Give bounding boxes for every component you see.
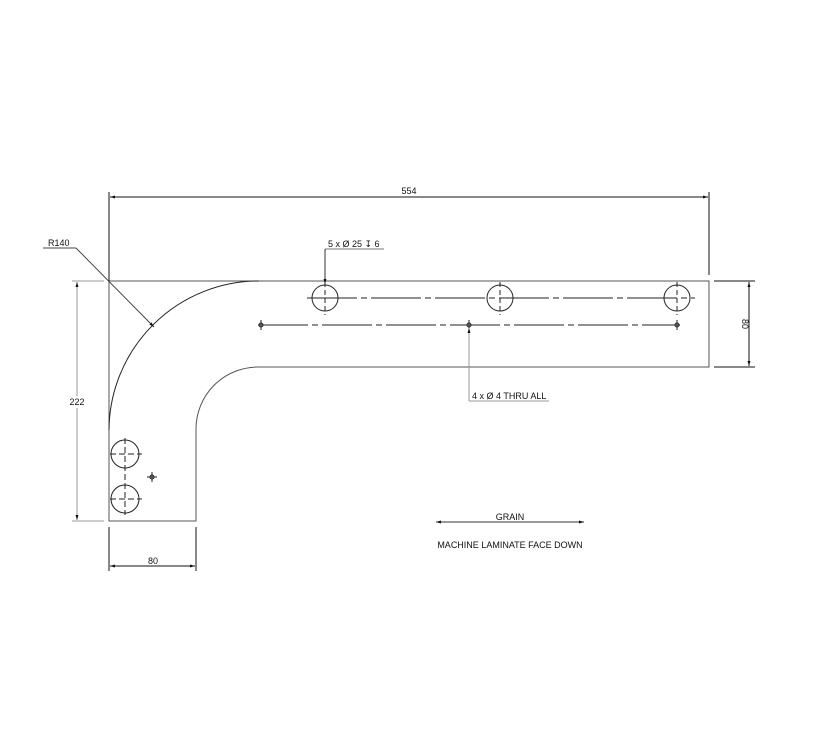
dimension-arm-width: [714, 280, 755, 368]
thru-hole-callout: 4 x Ø 4 THRU ALL: [472, 391, 546, 401]
dimension-label-80-bottom: 80: [148, 556, 158, 566]
counterbore-holes-top: [307, 282, 695, 315]
radius-label: R140: [48, 238, 70, 248]
dimension-overall-length: [108, 192, 710, 281]
counterbore-callout: 5 x Ø 25 ↧ 6: [328, 239, 380, 249]
radius-leader: [43, 247, 155, 328]
counterbore-callout-leader: [323, 248, 384, 284]
dimension-leg-width: [108, 527, 197, 571]
dimension-label-222: 222: [69, 397, 84, 407]
part-outline: [108, 280, 710, 522]
dimension-label-554: 554: [401, 186, 416, 196]
machining-note: MACHINE LAMINATE FACE DOWN: [437, 540, 582, 550]
counterbore-holes-leg: [110, 438, 157, 515]
dimension-label-80-right: 80: [740, 319, 750, 329]
grain-label: GRAIN: [496, 512, 525, 522]
thru-hole-callout-leader: [467, 328, 549, 402]
